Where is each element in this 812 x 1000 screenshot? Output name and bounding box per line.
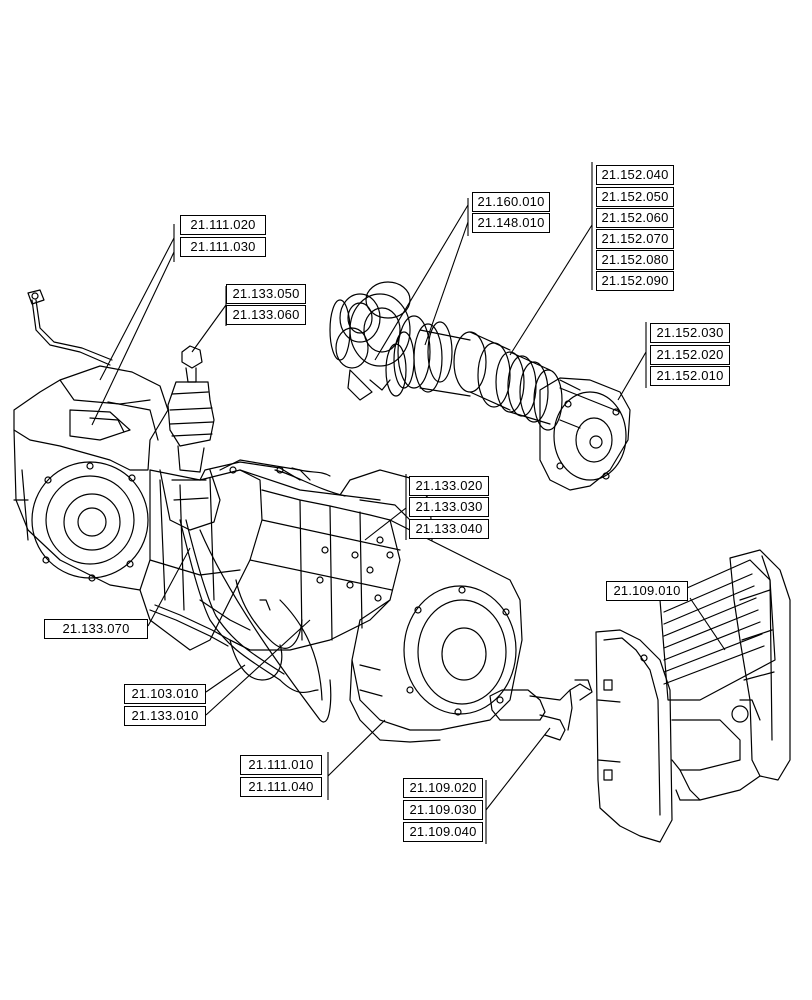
label-21-111-030[interactable]: 21.111.030 <box>180 237 266 257</box>
label-21-133-070[interactable]: 21.133.070 <box>44 619 148 639</box>
label-21-152-020[interactable]: 21.152.020 <box>650 345 730 365</box>
label-21-109-040[interactable]: 21.109.040 <box>403 822 483 842</box>
label-21-109-010[interactable]: 21.109.010 <box>606 581 688 601</box>
label-21-133-040[interactable]: 21.133.040 <box>409 519 489 539</box>
label-21-160-010[interactable]: 21.160.010 <box>472 192 550 212</box>
label-21-133-030[interactable]: 21.133.030 <box>409 497 489 517</box>
label-21-111-020[interactable]: 21.111.020 <box>180 215 266 235</box>
oil-cooler[interactable] <box>595 549 791 843</box>
leader-lines <box>91 162 726 844</box>
label-21-152-010[interactable]: 21.152.010 <box>650 366 730 386</box>
label-21-152-050[interactable]: 21.152.050 <box>596 187 674 207</box>
label-21-133-020[interactable]: 21.133.020 <box>409 476 489 496</box>
shift-cables[interactable] <box>149 467 346 723</box>
label-21-109-030[interactable]: 21.109.030 <box>403 800 483 820</box>
label-21-133-010[interactable]: 21.133.010 <box>124 706 206 726</box>
label-21-152-060[interactable]: 21.152.060 <box>596 208 674 228</box>
label-21-133-050[interactable]: 21.133.050 <box>226 284 306 304</box>
gear-shaft-assembly[interactable] <box>329 281 631 491</box>
label-21-133-060[interactable]: 21.133.060 <box>226 305 306 325</box>
label-21-109-020[interactable]: 21.109.020 <box>403 778 483 798</box>
label-21-152-040[interactable]: 21.152.040 <box>596 165 674 185</box>
label-21-152-030[interactable]: 21.152.030 <box>650 323 730 343</box>
label-21-152-080[interactable]: 21.152.080 <box>596 250 674 270</box>
label-21-111-040[interactable]: 21.111.040 <box>240 777 322 797</box>
label-21-111-010[interactable]: 21.111.010 <box>240 755 322 775</box>
cooler-pipes[interactable] <box>489 679 593 741</box>
label-21-152-070[interactable]: 21.152.070 <box>596 229 674 249</box>
transmission-housing[interactable] <box>13 365 523 743</box>
label-21-103-010[interactable]: 21.103.010 <box>124 684 206 704</box>
label-21-152-090[interactable]: 21.152.090 <box>596 271 674 291</box>
label-21-148-010[interactable]: 21.148.010 <box>472 213 550 233</box>
breather-pipe[interactable] <box>27 289 113 366</box>
shift-lever-gaiter[interactable] <box>159 345 221 531</box>
